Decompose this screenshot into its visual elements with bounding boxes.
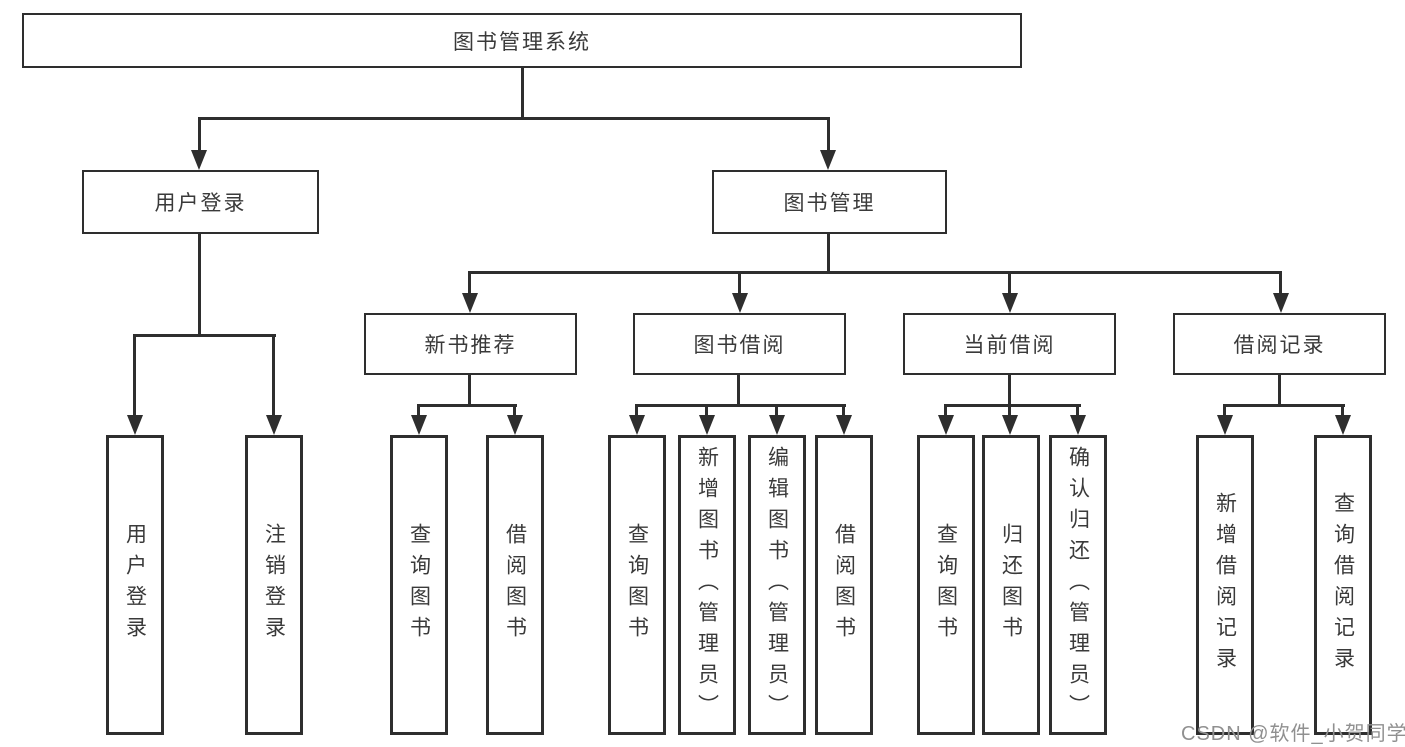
csdn-watermark: CSDN @软件_小贺同学 [1181,723,1405,745]
arrowhead-down-icon [411,415,427,435]
connector-line [468,271,471,294]
connector-line [417,404,517,407]
connector-line [775,404,778,416]
leaf-label: 查询图书 [625,523,649,647]
leaf-label: 新增图书（管理员） [695,445,719,725]
connector-line [1008,375,1011,406]
leaf-label: 新增借阅记录 [1213,492,1237,678]
connector-line [827,234,830,274]
connector-line [1008,271,1011,294]
connector-line [1279,271,1282,294]
node-borrow-record: 借阅记录 [1173,313,1386,375]
leaf-label: 归还图书 [999,523,1023,647]
leaf-borrow-book: 借阅图书 [815,435,873,735]
node-user-login-label: 用户登录 [154,192,247,215]
arrowhead-down-icon [769,415,785,435]
connector-line [513,404,516,416]
node-borrow-record-label: 借阅记录 [1233,334,1326,357]
connector-line [468,271,1282,274]
connector-line [842,404,845,416]
arrowhead-down-icon [1217,415,1233,435]
leaf-add-book-admin: 新增图书（管理员） [678,435,736,735]
connector-line [738,271,741,294]
leaf-query-book-recommend: 查询图书 [390,435,448,735]
connector-line [705,404,708,416]
arrowhead-down-icon [462,293,478,313]
connector-line [198,117,201,151]
node-book-borrow: 图书借阅 [633,313,846,375]
leaf-confirm-return-admin: 确认归还（管理员） [1049,435,1107,735]
connector-line [737,375,740,406]
leaf-query-borrow-record: 查询借阅记录 [1314,435,1372,735]
leaf-label: 编辑图书（管理员） [765,445,789,725]
node-book-management-label: 图书管理 [783,192,876,215]
arrowhead-down-icon [127,415,143,435]
connector-line [198,117,830,120]
leaf-label: 借阅图书 [832,523,856,647]
connector-line [635,404,638,416]
leaf-borrow-book-recommend: 借阅图书 [486,435,544,735]
node-new-book-recommend-label: 新书推荐 [424,334,517,357]
leaf-label: 确认归还（管理员） [1066,445,1090,725]
leaf-query-book-borrow: 查询图书 [608,435,666,735]
connector-line [417,404,420,416]
node-new-book-recommend: 新书推荐 [364,313,577,375]
arrowhead-down-icon [938,415,954,435]
node-root-label: 图书管理系统 [453,30,591,54]
leaf-label: 用户登录 [123,523,147,647]
node-user-login: 用户登录 [82,170,319,234]
node-book-borrow-label: 图书借阅 [693,334,786,357]
leaf-logout: 注销登录 [245,435,303,735]
connector-line [133,334,276,337]
arrowhead-down-icon [1273,293,1289,313]
arrowhead-down-icon [1002,415,1018,435]
connector-line [468,375,471,406]
connector-line [1223,404,1226,416]
leaf-return-book: 归还图书 [982,435,1040,735]
connector-line [827,117,830,151]
connector-line [272,334,275,416]
arrowhead-down-icon [1335,415,1351,435]
connector-line [1008,404,1011,416]
connector-line [1076,404,1079,416]
leaf-query-book-current: 查询图书 [917,435,975,735]
leaf-label: 查询借阅记录 [1331,492,1355,678]
leaf-user-login: 用户登录 [106,435,164,735]
node-root-system: 图书管理系统 [22,13,1022,68]
connector-line [944,404,947,416]
connector-line [1341,404,1344,416]
connector-line [944,404,1081,407]
connector-line [521,68,524,118]
connector-line [1278,375,1281,406]
connector-line [198,234,201,336]
arrowhead-down-icon [629,415,645,435]
arrowhead-down-icon [820,150,836,170]
leaf-edit-book-admin: 编辑图书（管理员） [748,435,806,735]
leaf-add-borrow-record: 新增借阅记录 [1196,435,1254,735]
node-current-borrow-label: 当前借阅 [963,334,1056,357]
leaf-label: 借阅图书 [503,523,527,647]
connector-line [1223,404,1345,407]
arrowhead-down-icon [699,415,715,435]
connector-line [133,334,136,416]
leaf-label: 注销登录 [262,523,286,647]
arrowhead-down-icon [1002,293,1018,313]
arrowhead-down-icon [1070,415,1086,435]
arrowhead-down-icon [836,415,852,435]
arrowhead-down-icon [732,293,748,313]
node-current-borrow: 当前借阅 [903,313,1116,375]
leaf-label: 查询图书 [934,523,958,647]
node-book-management: 图书管理 [712,170,947,234]
arrowhead-down-icon [191,150,207,170]
arrowhead-down-icon [266,415,282,435]
arrowhead-down-icon [507,415,523,435]
connector-line [635,404,846,407]
leaf-label: 查询图书 [407,523,431,647]
